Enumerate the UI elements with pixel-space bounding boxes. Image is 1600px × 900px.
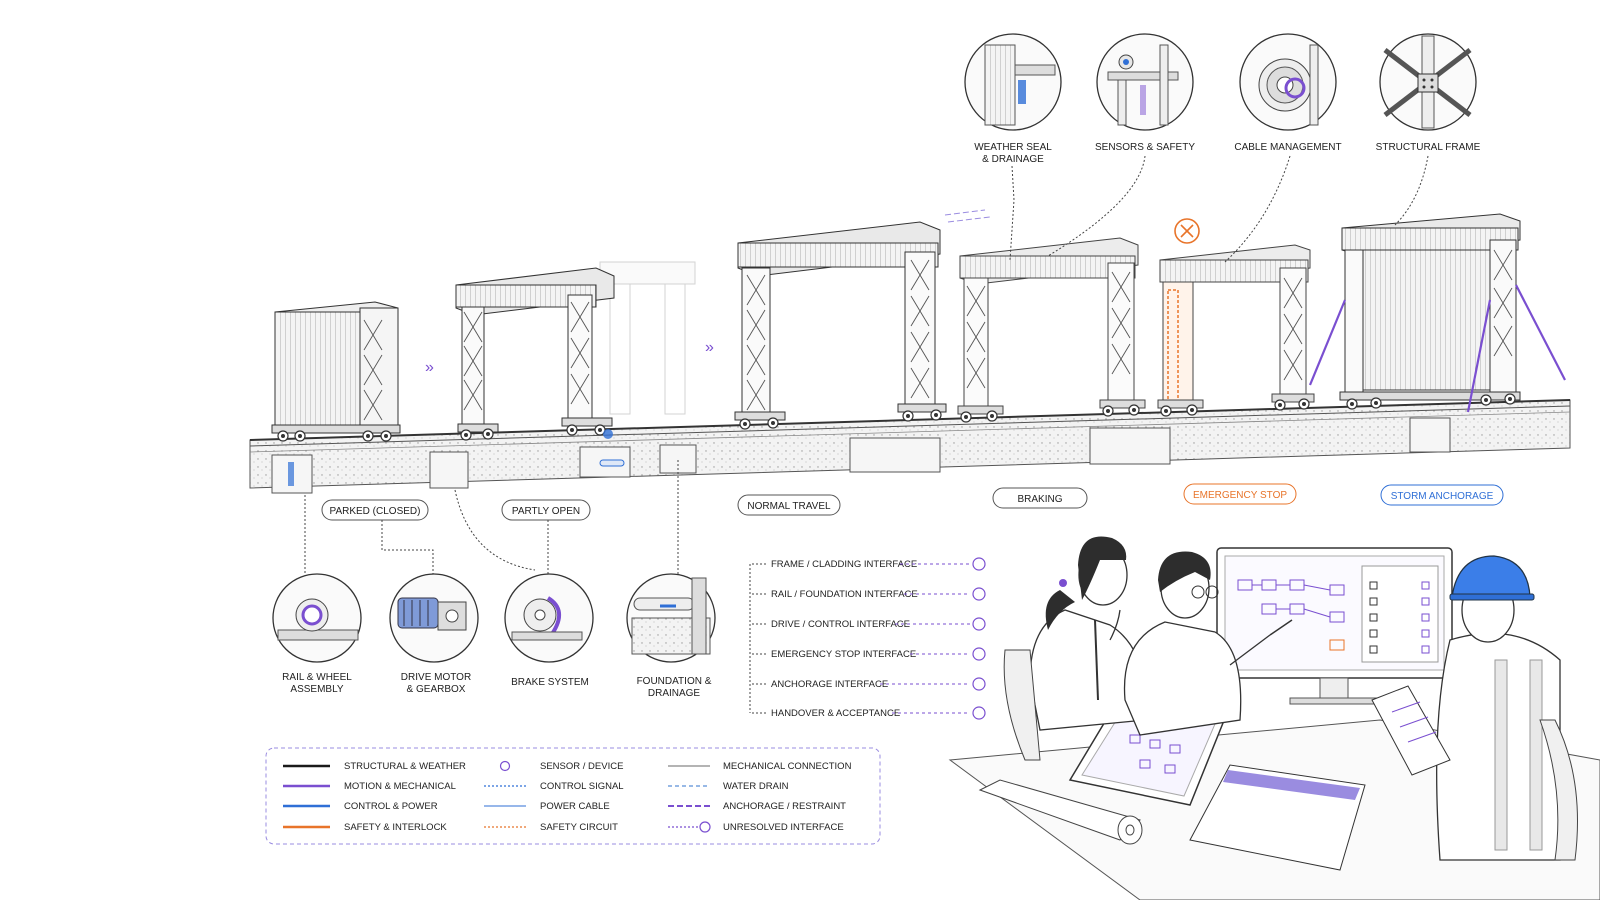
direction-arrow: » bbox=[425, 359, 434, 376]
rail-wheel-icon bbox=[272, 573, 362, 663]
svg-text:SENSOR / DEVICE: SENSOR / DEVICE bbox=[540, 761, 623, 772]
unresolved-interface-icon bbox=[972, 647, 986, 661]
legend-item-control-power: CONTROL & POWER bbox=[283, 801, 438, 812]
svg-text:CONTROL & POWER: CONTROL & POWER bbox=[344, 801, 438, 812]
stage-label-parked: PARKED (CLOSED) bbox=[321, 499, 429, 521]
callout-label-weather: WEATHER SEAL bbox=[974, 142, 1052, 153]
cable-reel-icon bbox=[1239, 33, 1337, 131]
svg-text:EMERGENCY STOP: EMERGENCY STOP bbox=[1193, 490, 1287, 501]
stage-2-enclosure bbox=[455, 261, 696, 441]
interface-row-2: RAIL / FOUNDATION INTERFACE bbox=[752, 587, 986, 601]
legend-item-structural: STRUCTURAL & WEATHER bbox=[283, 761, 466, 772]
brake-icon bbox=[504, 573, 594, 663]
stage-1-enclosure bbox=[271, 301, 401, 442]
engineer-helmet bbox=[1371, 555, 1561, 861]
interface-list: FRAME / CLADDING INTERFACE RAIL / FOUNDA… bbox=[749, 557, 986, 720]
motor-icon bbox=[389, 573, 479, 663]
engineer-woman bbox=[1029, 536, 1147, 731]
stage-labels: PARKED (CLOSED) PARTLY OPEN NORMAL TRAVE… bbox=[321, 483, 1504, 521]
legend-item-power-cable: POWER CABLE bbox=[484, 801, 610, 812]
unresolved-interface-icon bbox=[972, 706, 986, 720]
component-label-foundation: FOUNDATION & bbox=[637, 676, 712, 687]
component-label-motor: DRIVE MOTOR bbox=[401, 672, 471, 683]
svg-text:BRAKING: BRAKING bbox=[1017, 494, 1062, 505]
component-details: RAIL & WHEEL ASSEMBLY DRIVE MOTOR & GEAR… bbox=[272, 460, 716, 699]
svg-text:ANCHORAGE / RESTRAINT: ANCHORAGE / RESTRAINT bbox=[723, 801, 846, 812]
svg-text:WATER DRAIN: WATER DRAIN bbox=[723, 781, 789, 792]
interface-row-5: ANCHORAGE INTERFACE bbox=[752, 677, 986, 691]
component-label-brake: BRAKE SYSTEM bbox=[511, 677, 589, 688]
legend-item-anchorage: ANCHORAGE / RESTRAINT bbox=[668, 801, 846, 812]
svg-text:MECHANICAL CONNECTION: MECHANICAL CONNECTION bbox=[723, 761, 852, 772]
stage-label-storm-anchorage: STORM ANCHORAGE bbox=[1380, 484, 1504, 506]
stage-5-enclosure bbox=[1157, 218, 1315, 417]
component-label-motor-2: & GEARBOX bbox=[407, 684, 466, 695]
svg-text:NORMAL TRAVEL: NORMAL TRAVEL bbox=[747, 501, 831, 512]
svg-text:STRUCTURAL & WEATHER: STRUCTURAL & WEATHER bbox=[344, 761, 466, 772]
stage-label-emergency-stop: EMERGENCY STOP bbox=[1183, 483, 1297, 505]
svg-text:PARKED (CLOSED): PARKED (CLOSED) bbox=[330, 506, 421, 517]
binder bbox=[1189, 764, 1366, 871]
callout-label-sensors: SENSORS & SAFETY bbox=[1095, 142, 1195, 153]
svg-text:UNRESOLVED INTERFACE: UNRESOLVED INTERFACE bbox=[723, 822, 844, 833]
svg-text:DRIVE / CONTROL INTERFACE: DRIVE / CONTROL INTERFACE bbox=[771, 619, 910, 630]
engineering-team-illustration bbox=[948, 536, 1600, 900]
unresolved-interface-icon bbox=[972, 587, 986, 601]
legend-item-sensor: SENSOR / DEVICE bbox=[499, 760, 623, 772]
callout-label-cable: CABLE MANAGEMENT bbox=[1234, 142, 1341, 153]
svg-text:SAFETY CIRCUIT: SAFETY CIRCUIT bbox=[540, 822, 618, 833]
interface-row-1: FRAME / CLADDING INTERFACE bbox=[752, 557, 986, 571]
svg-text:STORM ANCHORAGE: STORM ANCHORAGE bbox=[1391, 491, 1494, 502]
legend: STRUCTURAL & WEATHER MOTION & MECHANICAL… bbox=[265, 747, 881, 845]
stage-3-enclosure bbox=[734, 209, 991, 430]
callout-label-weather-2: & DRAINAGE bbox=[982, 154, 1044, 165]
unresolved-interface-icon bbox=[972, 557, 986, 571]
svg-text:CONTROL SIGNAL: CONTROL SIGNAL bbox=[540, 781, 624, 792]
top-callouts: WEATHER SEAL & DRAINAGE SENSORS & SAFETY… bbox=[964, 33, 1481, 263]
legend-item-safety-interlock: SAFETY & INTERLOCK bbox=[283, 822, 447, 833]
engineer-man-glasses bbox=[1123, 551, 1293, 736]
svg-text:SAFETY & INTERLOCK: SAFETY & INTERLOCK bbox=[344, 822, 447, 833]
stage-label-normal-travel: NORMAL TRAVEL bbox=[737, 494, 841, 516]
component-label-foundation-2: DRAINAGE bbox=[648, 688, 701, 699]
stage-4-enclosure bbox=[957, 237, 1146, 423]
svg-text:HANDOVER & ACCEPTANCE: HANDOVER & ACCEPTANCE bbox=[771, 708, 900, 719]
component-label-rail-2: ASSEMBLY bbox=[290, 684, 343, 695]
frame-node-icon bbox=[1379, 33, 1477, 131]
stage-6-enclosure bbox=[1308, 213, 1566, 413]
rolled-drawings bbox=[978, 779, 1143, 845]
legend-item-water-drain: WATER DRAIN bbox=[668, 781, 789, 792]
svg-text:PARTLY OPEN: PARTLY OPEN bbox=[512, 506, 580, 517]
foundation-icon bbox=[626, 573, 716, 663]
stage-label-partly-open: PARTLY OPEN bbox=[501, 499, 591, 521]
svg-text:RAIL / FOUNDATION INTERFACE: RAIL / FOUNDATION INTERFACE bbox=[771, 589, 918, 600]
sensor-icon bbox=[1096, 33, 1194, 131]
interface-row-6: HANDOVER & ACCEPTANCE bbox=[752, 706, 986, 720]
sensor-device-icon bbox=[499, 760, 511, 772]
interface-row-3: DRIVE / CONTROL INTERFACE bbox=[752, 617, 986, 631]
component-label-rail: RAIL & WHEEL bbox=[282, 672, 352, 683]
direction-arrow: » bbox=[705, 339, 714, 356]
stage-label-braking: BRAKING bbox=[992, 487, 1088, 509]
unresolved-interface-icon bbox=[972, 617, 986, 631]
svg-text:EMERGENCY STOP INTERFACE: EMERGENCY STOP INTERFACE bbox=[771, 649, 916, 660]
svg-text:MOTION & MECHANICAL: MOTION & MECHANICAL bbox=[344, 781, 456, 792]
monitor bbox=[1216, 547, 1453, 705]
svg-text:POWER CABLE: POWER CABLE bbox=[540, 801, 610, 812]
legend-item-safety-circuit: SAFETY CIRCUIT bbox=[484, 822, 618, 833]
hard-hat-icon bbox=[1451, 555, 1531, 598]
unresolved-interface-icon bbox=[972, 677, 986, 691]
interface-row-4: EMERGENCY STOP INTERFACE bbox=[752, 647, 986, 661]
legend-item-control-signal: CONTROL SIGNAL bbox=[484, 781, 624, 792]
svg-text:ANCHORAGE INTERFACE: ANCHORAGE INTERFACE bbox=[771, 679, 888, 690]
legend-item-motion: MOTION & MECHANICAL bbox=[283, 781, 456, 792]
weather-seal-icon bbox=[964, 33, 1062, 131]
legend-item-mechanical: MECHANICAL CONNECTION bbox=[668, 761, 852, 772]
callout-label-frame: STRUCTURAL FRAME bbox=[1376, 142, 1481, 153]
svg-text:FRAME / CLADDING INTERFACE: FRAME / CLADDING INTERFACE bbox=[771, 559, 917, 570]
legend-item-unresolved: UNRESOLVED INTERFACE bbox=[668, 821, 844, 833]
